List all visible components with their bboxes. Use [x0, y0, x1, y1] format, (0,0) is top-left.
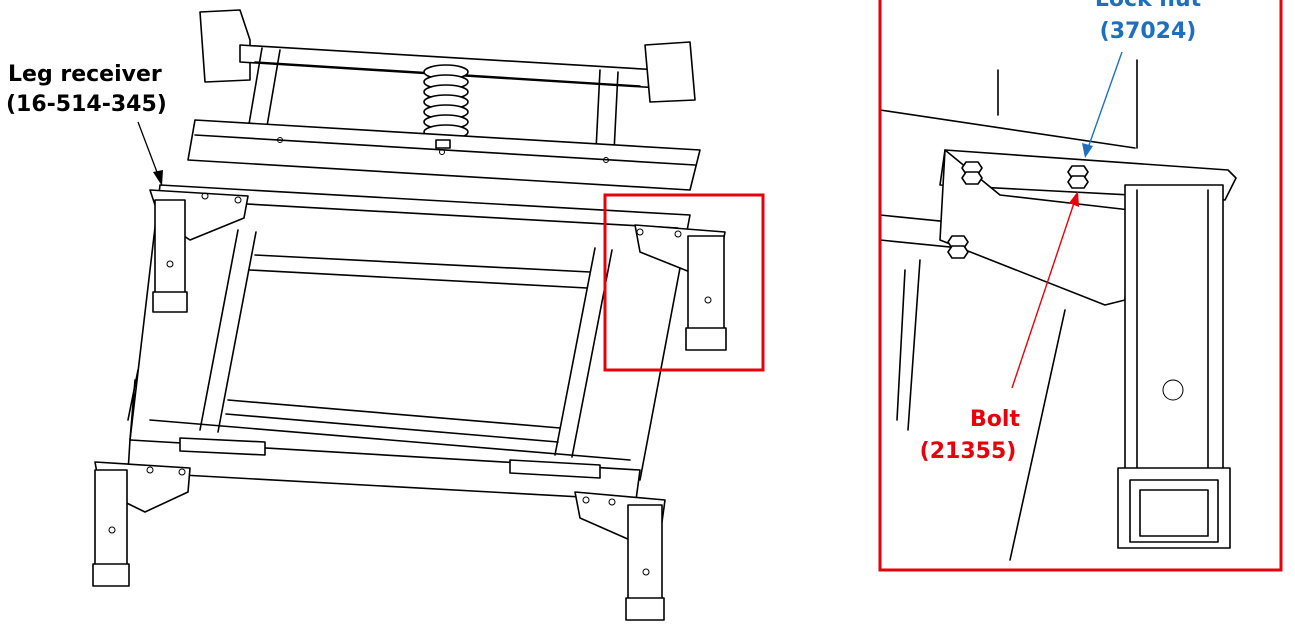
lock-nut-arrowhead: [1082, 143, 1093, 158]
leg-receiver-label-line2: (16-514-345): [6, 92, 167, 117]
leg-receiver-leader-line: [137, 121, 161, 181]
leg-receiver-callout: Leg receiver (16-514-345): [6, 62, 167, 186]
bolt-label-line2: (21355): [920, 439, 1017, 464]
leg-receiver-label-line1: Leg receiver: [8, 62, 162, 87]
lock-nut-leader-line: [1087, 51, 1123, 149]
frame-assembly-drawing: Leg receiver (16-514-345): [6, 9, 765, 621]
leg-receiver-top-right: [634, 224, 727, 351]
bolt-arrowhead: [1069, 191, 1079, 207]
detail-view: Lock nut (37024) Bolt (21355): [878, 0, 1283, 572]
leg-receiver-top-left: [149, 189, 249, 313]
detail-frame-border: [878, 0, 1283, 572]
detail-highlight-box: [603, 193, 765, 372]
leg-receiver-bottom-left: [92, 461, 191, 587]
lock-nut-label-line1: Lock nut: [1095, 0, 1202, 12]
lock-nut-callout: Lock nut (37024): [1082, 0, 1202, 158]
spring: [423, 64, 469, 140]
bolt-leader-line: [1011, 199, 1076, 389]
lock-nut-label-line2: (37024): [1100, 19, 1197, 44]
bolt-callout: Bolt (21355): [920, 191, 1079, 464]
leg-receiver-bottom-right: [574, 491, 666, 621]
bolt-label-line1: Bolt: [970, 407, 1020, 432]
leg-receiver-arrowhead: [153, 170, 163, 186]
main-frame: [127, 184, 691, 481]
mid-plate: [187, 119, 701, 191]
lock-nut-detail: [1067, 165, 1089, 189]
